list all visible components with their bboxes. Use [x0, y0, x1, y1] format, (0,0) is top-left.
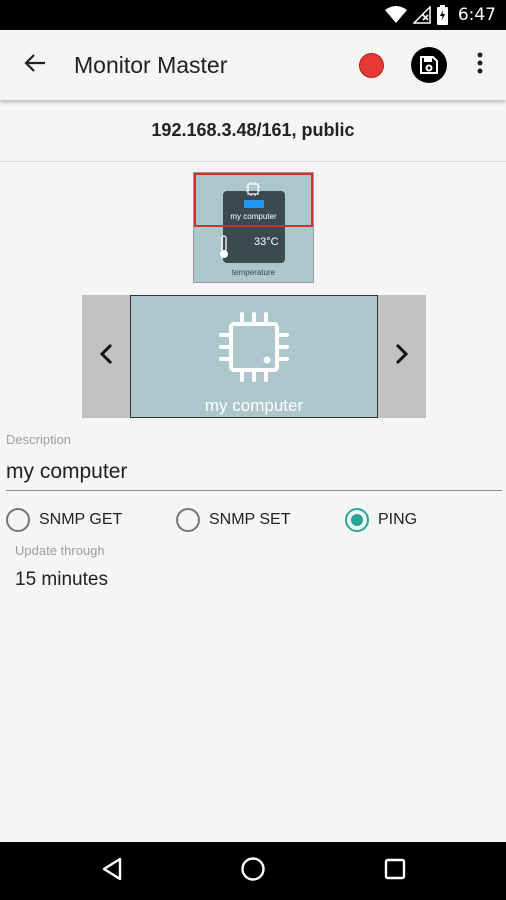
nav-recents-button[interactable]: [355, 842, 435, 900]
dashboard-preview[interactable]: my computer 33°C temperature: [193, 172, 314, 283]
widget-card[interactable]: my computer: [130, 295, 378, 418]
more-options-button[interactable]: [454, 30, 506, 100]
preview-screen: [244, 200, 264, 208]
radio-button-checked[interactable]: [345, 508, 369, 532]
record-icon: [358, 52, 384, 78]
update-interval-label: Update through: [15, 543, 105, 558]
request-type-group: SNMP GET SNMP SET PING: [6, 505, 506, 535]
radio-button[interactable]: [176, 508, 200, 532]
chevron-left-icon: [99, 343, 113, 370]
home-circle-icon: [240, 856, 266, 887]
address-bar: 192.168.3.48/161, public: [0, 100, 506, 162]
nav-back-button[interactable]: [72, 842, 152, 900]
preview-temperature-value: 33°C: [254, 236, 279, 248]
description-input[interactable]: my computer: [6, 456, 502, 491]
record-button[interactable]: [346, 30, 396, 100]
radio-label: SNMP GET: [39, 511, 123, 528]
preview-item-label: my computer: [230, 212, 277, 221]
preview-computer-icon: [246, 182, 260, 201]
more-vert-icon: [477, 52, 483, 79]
widget-card-label: my computer: [204, 396, 304, 415]
device-address: 192.168.3.48/161, public: [151, 120, 355, 140]
nav-home-button[interactable]: [213, 842, 293, 900]
radio-label: PING: [378, 511, 418, 528]
status-bar: 6:47: [0, 0, 506, 30]
preview-selection-frame: [194, 173, 313, 227]
radio-button[interactable]: [6, 508, 30, 532]
no-signal-icon: [412, 6, 431, 24]
widget-carousel: my computer: [82, 295, 426, 418]
status-time: 6:47: [457, 5, 496, 25]
back-button[interactable]: [0, 30, 70, 100]
radio-snmp-get[interactable]: SNMP GET: [6, 505, 122, 535]
battery-charging-icon: [436, 5, 448, 25]
wifi-icon: [384, 6, 407, 24]
app-bar: Monitor Master: [0, 30, 506, 100]
arrow-back-icon: [24, 53, 46, 78]
save-button[interactable]: [404, 30, 454, 100]
back-triangle-icon: [101, 857, 123, 886]
chip-icon: [217, 310, 291, 389]
previous-button[interactable]: [82, 295, 130, 418]
thermometer-icon: [218, 235, 230, 264]
chevron-right-icon: [395, 343, 409, 370]
next-button[interactable]: [378, 295, 426, 418]
preview-item-label: temperature: [231, 268, 276, 277]
app-title: Monitor Master: [74, 51, 228, 78]
save-icon: [411, 47, 447, 83]
description-label: Description: [6, 432, 72, 447]
update-interval-value[interactable]: 15 minutes: [15, 569, 108, 590]
radio-snmp-set[interactable]: SNMP SET: [176, 505, 291, 535]
radio-label: SNMP SET: [209, 511, 291, 528]
system-nav-bar: [0, 842, 506, 900]
radio-ping[interactable]: PING: [345, 505, 417, 535]
recents-square-icon: [384, 858, 406, 885]
